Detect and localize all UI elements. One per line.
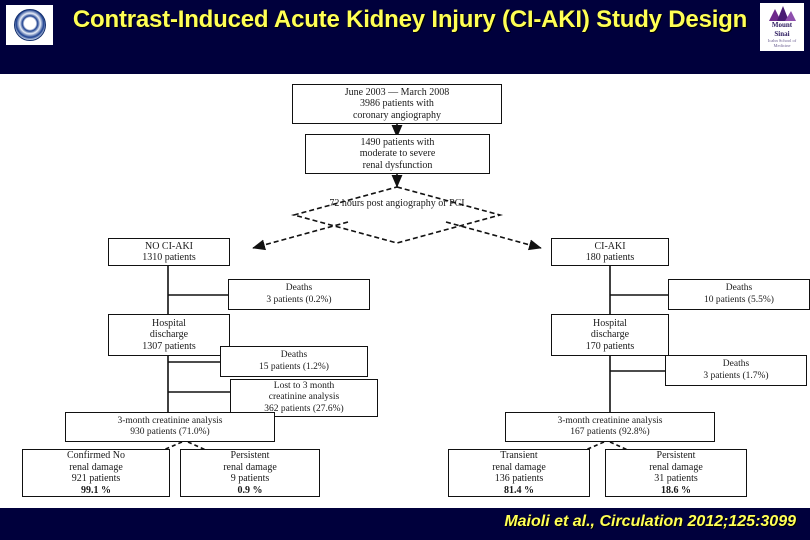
page-title: Contrast-Induced Acute Kidney Injury (CI… bbox=[72, 6, 748, 33]
left-outcome-2-line3: 9 patients bbox=[230, 473, 270, 484]
right-discharge-line3: 170 patients bbox=[585, 340, 635, 352]
left-lost-line3: 362 patients (27.6%) bbox=[264, 403, 344, 414]
right-outcome-2-line1: Persistent bbox=[656, 450, 696, 461]
ciaki-line1: CI-AKI bbox=[594, 240, 626, 252]
left-lost-line2: creatinine analysis bbox=[268, 392, 340, 403]
right-outcome-1-line1: Transient bbox=[500, 450, 538, 461]
seal-icon bbox=[13, 9, 46, 41]
institution-seal-logo bbox=[6, 5, 53, 45]
enrollment-line3: coronary angiography bbox=[352, 109, 442, 121]
node-right-analysis: 3-month creatinine analysis 167 patients… bbox=[505, 412, 715, 442]
title-banner: Contrast-Induced Acute Kidney Injury (CI… bbox=[0, 0, 810, 74]
node-enrollment: June 2003 — March 2008 3986 patients wit… bbox=[292, 84, 502, 124]
node-left-outcome-2: Persistent renal damage 9 patients 0.9 % bbox=[180, 449, 320, 497]
right-deaths-2-line2: 3 patients (1.7%) bbox=[703, 370, 769, 381]
node-left-deaths-2: Deaths 15 patients (1.2%) bbox=[220, 346, 368, 377]
mount-sinai-line2: Sinai bbox=[774, 29, 790, 38]
node-left-lost: Lost to 3 month creatinine analysis 362 … bbox=[230, 379, 378, 417]
right-outcome-1-line4: 81.4 % bbox=[504, 484, 534, 496]
right-discharge-line2: discharge bbox=[590, 329, 630, 341]
left-outcome-1-line4: 99.1 % bbox=[81, 484, 111, 496]
node-right-outcome-1: Transient renal damage 136 patients 81.4… bbox=[448, 449, 590, 497]
citation-banner: Maioli et al., Circulation 2012;125:3099 bbox=[0, 508, 810, 540]
right-deaths-1-line1: Deaths bbox=[725, 283, 753, 293]
right-analysis-line1: 3-month creatinine analysis bbox=[557, 415, 663, 426]
node-right-deaths-2: Deaths 3 patients (1.7%) bbox=[665, 355, 807, 386]
mount-sinai-line3: Icahn School of Medicine bbox=[767, 38, 797, 48]
right-discharge-line1: Hospital bbox=[593, 317, 627, 329]
right-outcome-2-line2: renal damage bbox=[649, 461, 703, 473]
enrollment-line2: 3986 patients with bbox=[360, 98, 434, 110]
right-outcome-2-line4: 18.6 % bbox=[661, 484, 691, 496]
mountain-mark-icon bbox=[769, 6, 796, 21]
eligible-line1: 1490 patients with bbox=[360, 136, 435, 148]
right-deaths-2-line1: Deaths bbox=[722, 359, 750, 369]
decision-line1: 72 hours bbox=[329, 198, 365, 209]
study-design-flowchart: June 2003 — March 2008 3986 patients wit… bbox=[0, 74, 810, 508]
left-outcome-2-line1: Persistent bbox=[230, 450, 270, 461]
node-right-discharge: Hospital discharge 170 patients bbox=[551, 314, 669, 356]
node-right-outcome-2: Persistent renal damage 31 patients 18.6… bbox=[605, 449, 747, 497]
node-right-deaths-1: Deaths 10 patients (5.5%) bbox=[668, 279, 810, 310]
left-deaths-1-line2: 3 patients (0.2%) bbox=[266, 294, 332, 305]
eligible-line2: moderate to severe bbox=[359, 148, 436, 160]
left-discharge-line3: 1307 patients bbox=[142, 340, 196, 352]
mount-sinai-line1: Mount bbox=[771, 21, 793, 29]
left-outcome-2-line4: 0.9 % bbox=[237, 484, 263, 496]
right-outcome-1-line2: renal damage bbox=[492, 461, 546, 473]
left-analysis-line1: 3-month creatinine analysis bbox=[117, 415, 223, 426]
left-outcome-1-line2: renal damage bbox=[69, 461, 123, 473]
decision-line3: or PCI bbox=[438, 198, 465, 209]
right-analysis-line2: 167 patients (92.8%) bbox=[570, 427, 650, 437]
node-left-outcome-1: Confirmed No renal damage 921 patients 9… bbox=[22, 449, 170, 497]
right-outcome-2-line3: 31 patients bbox=[654, 473, 698, 484]
left-deaths-2-line2: 15 patients (1.2%) bbox=[259, 361, 329, 372]
left-deaths-1-line1: Deaths bbox=[285, 283, 313, 293]
mount-sinai-logo: Mount Sinai Icahn School of Medicine bbox=[760, 3, 804, 51]
left-outcome-1-line1: Confirmed No bbox=[66, 450, 126, 461]
decision-line2: post angiography bbox=[366, 198, 436, 209]
ciaki-line2: 180 patients bbox=[585, 252, 635, 263]
eligible-line3: renal dysfunction bbox=[362, 159, 433, 171]
left-discharge-line2: discharge bbox=[149, 329, 189, 341]
left-deaths-2-line1: Deaths bbox=[280, 350, 308, 360]
left-discharge-line1: Hospital bbox=[152, 317, 186, 329]
node-left-discharge: Hospital discharge 1307 patients bbox=[108, 314, 230, 356]
node-no-ciaki: NO CI-AKI 1310 patients bbox=[108, 238, 230, 266]
no-ciaki-line1: NO CI-AKI bbox=[144, 240, 194, 252]
node-decision: 72 hours post angiography or PCI bbox=[312, 198, 482, 210]
citation-text: Maioli et al., Circulation 2012;125:3099 bbox=[504, 513, 796, 530]
left-outcome-1-line3: 921 patients bbox=[71, 473, 121, 484]
left-analysis-line2: 930 patients (71.0%) bbox=[130, 427, 210, 437]
node-left-deaths-1: Deaths 3 patients (0.2%) bbox=[228, 279, 370, 310]
right-outcome-1-line3: 136 patients bbox=[494, 473, 544, 484]
node-ciaki: CI-AKI 180 patients bbox=[551, 238, 669, 266]
left-outcome-2-line2: renal damage bbox=[223, 461, 277, 473]
right-deaths-1-line2: 10 patients (5.5%) bbox=[704, 294, 774, 305]
node-left-analysis: 3-month creatinine analysis 930 patients… bbox=[65, 412, 275, 442]
left-lost-line1: Lost to 3 month bbox=[273, 380, 335, 391]
no-ciaki-line2: 1310 patients bbox=[142, 252, 196, 263]
node-eligible: 1490 patients with moderate to severe re… bbox=[305, 134, 490, 174]
enrollment-line1: June 2003 — March 2008 bbox=[344, 86, 450, 98]
